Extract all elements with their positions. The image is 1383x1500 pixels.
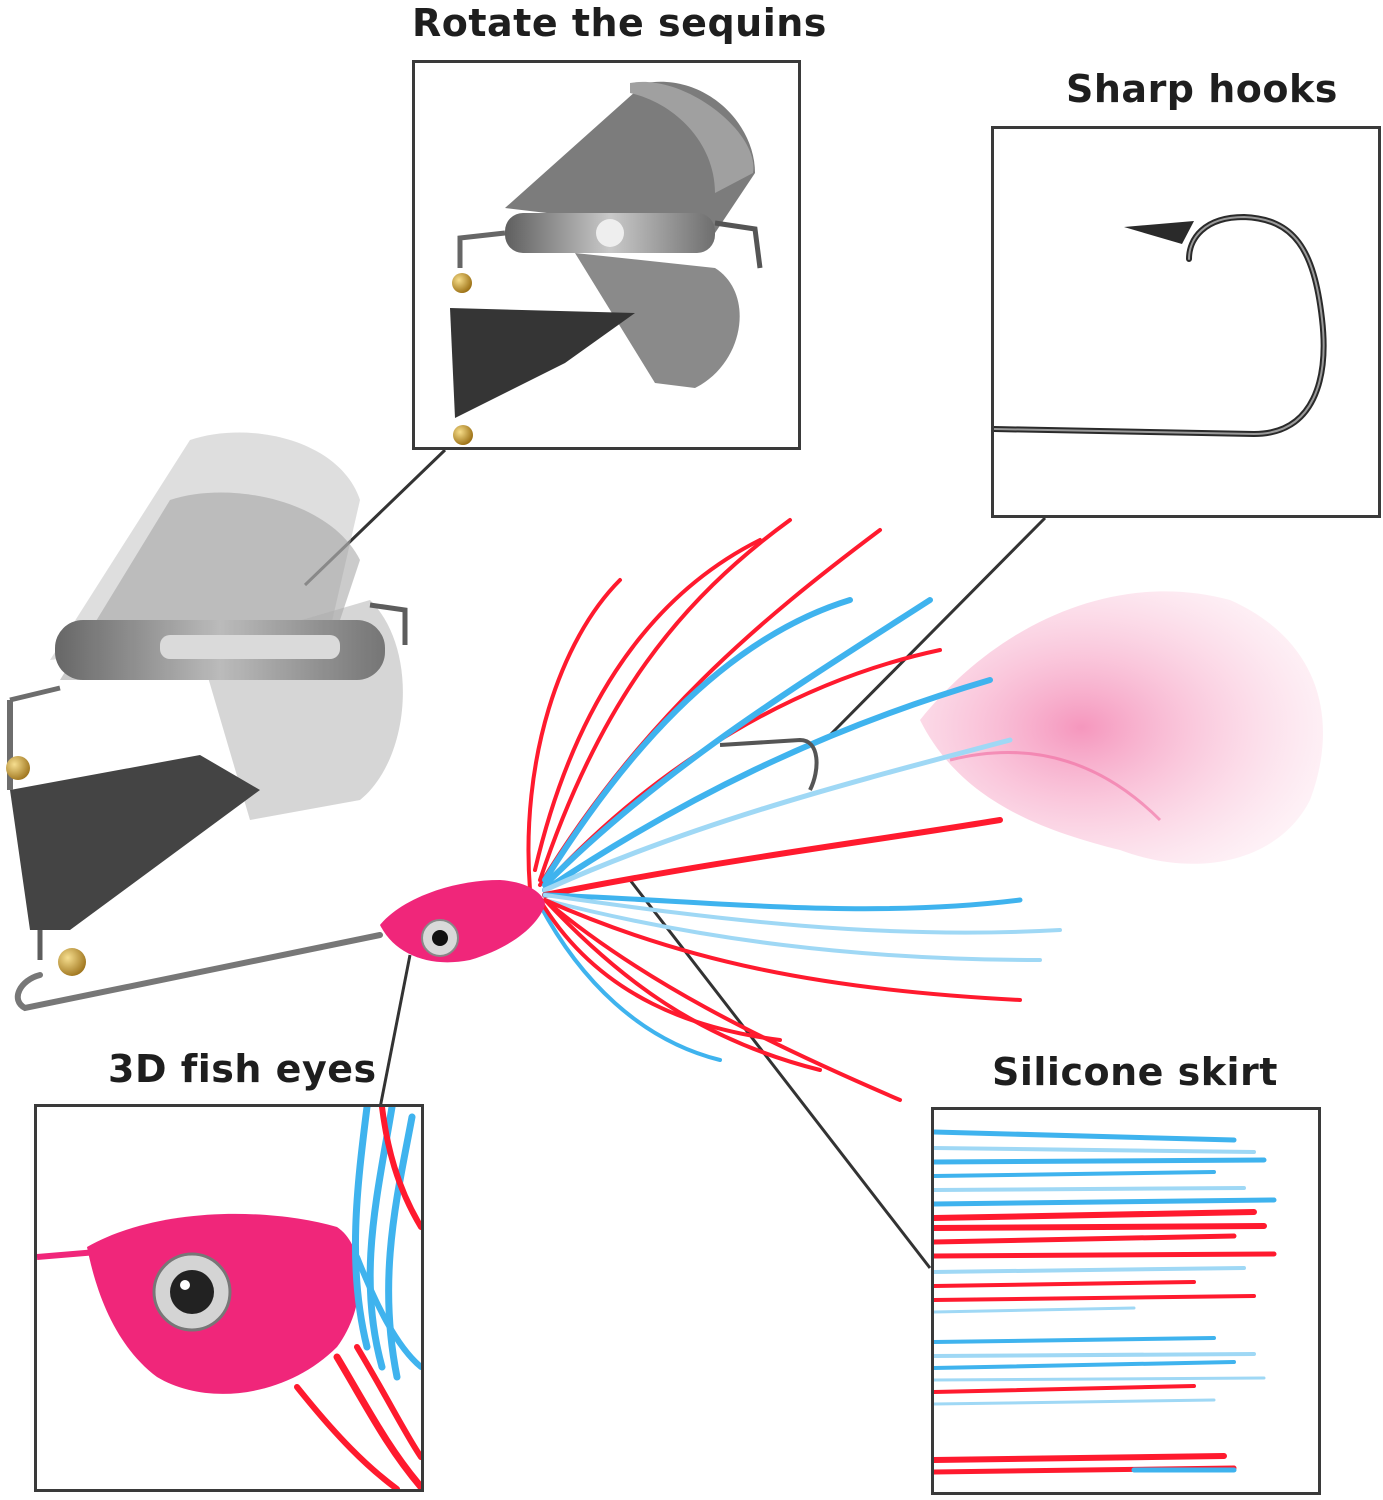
skirt-detail-image bbox=[934, 1129, 1277, 1475]
fish-eye-detail-image bbox=[37, 1107, 421, 1489]
leader-line-skirt bbox=[628, 879, 932, 1269]
callout-label-skirt: Silicone skirt bbox=[992, 1050, 1278, 1094]
jig-head bbox=[380, 880, 545, 963]
sequins-detail-image bbox=[450, 81, 763, 445]
callout-label-sequins: Rotate the sequins bbox=[412, 1, 827, 45]
hooks-detail-box bbox=[991, 126, 1381, 518]
wire-arm bbox=[14, 932, 383, 1012]
hook-detail-image bbox=[994, 213, 1327, 438]
callout-label-hooks: Sharp hooks bbox=[1066, 67, 1338, 111]
silicone-skirt bbox=[526, 518, 1062, 1102]
eyes-detail-box bbox=[34, 1104, 424, 1492]
spinning-blades bbox=[6, 432, 408, 976]
leader-line-eyes bbox=[378, 954, 412, 1109]
hook bbox=[719, 737, 819, 791]
skirt-detail-box bbox=[931, 1107, 1321, 1495]
leader-line-hooks bbox=[828, 516, 1047, 737]
trailer-tail bbox=[920, 591, 1324, 864]
sequins-detail-box bbox=[412, 60, 801, 450]
callout-label-eyes: 3D fish eyes bbox=[108, 1047, 377, 1091]
